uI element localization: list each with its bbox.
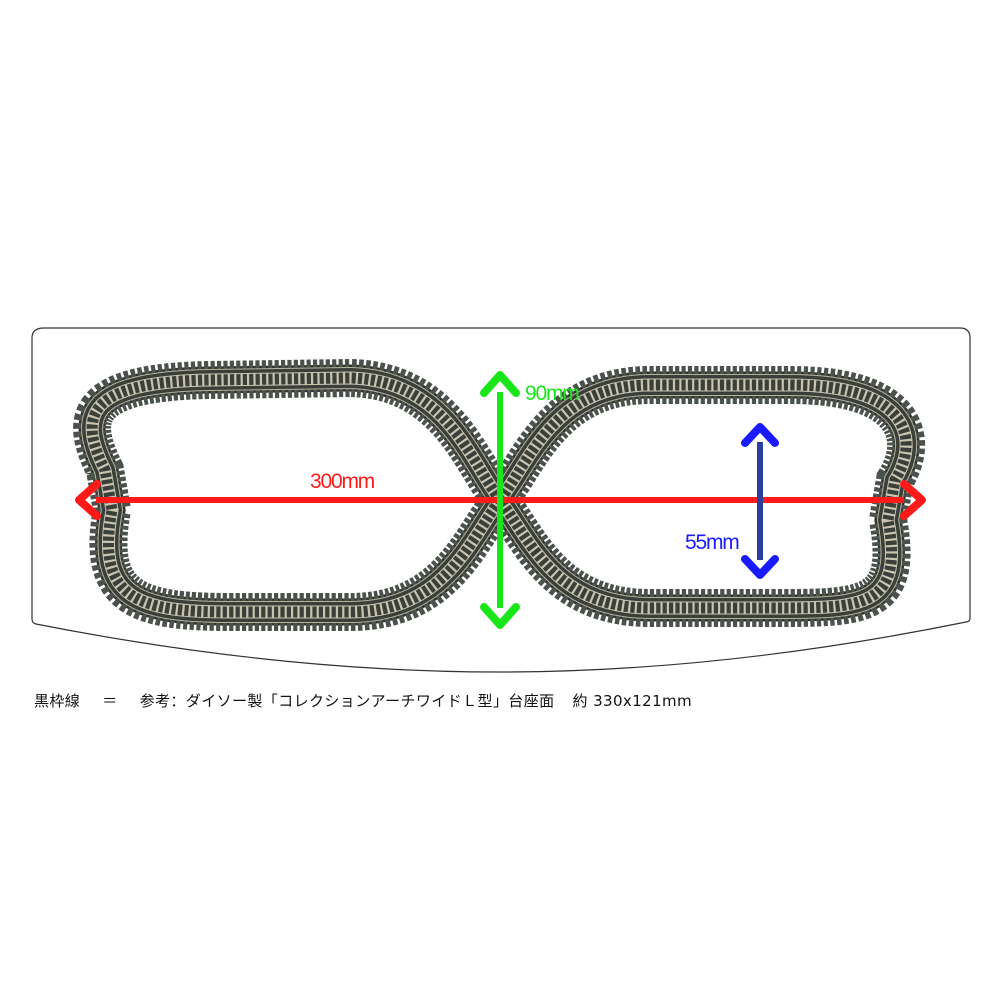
height-dimension-arrow bbox=[480, 371, 520, 629]
caption-equals: ＝ bbox=[102, 692, 118, 710]
caption: 黒枠線 ＝ 参考：ダイソー製「コレクションアーチワイドＬ型」台座面約 330x121… bbox=[34, 690, 692, 711]
loop-height-dimension-arrow bbox=[741, 423, 779, 579]
height-dimension-label: 90mm bbox=[525, 382, 579, 405]
loop-height-dimension-label: 55mm bbox=[685, 531, 739, 554]
length-dimension-label: 300mm bbox=[310, 470, 375, 493]
caption-size: 約 330x121mm bbox=[572, 692, 693, 710]
base-outline bbox=[31, 327, 971, 673]
caption-term: 黒枠線 bbox=[34, 692, 81, 710]
caption-reference: 参考：ダイソー製「コレクションアーチワイドＬ型」台座面 bbox=[139, 692, 555, 710]
